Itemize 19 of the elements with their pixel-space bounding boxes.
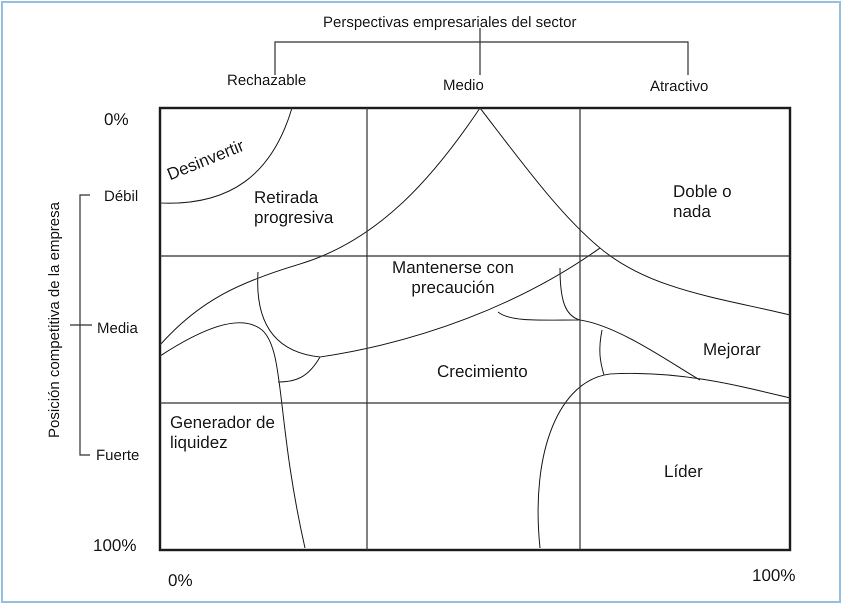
axis-tick-label: Medio: [443, 77, 484, 95]
axis-title: Posición competitiva de la empresa: [46, 202, 64, 438]
axis-tick-label: Media: [97, 320, 138, 338]
axis-title: Perspectivas empresariales del sector: [323, 14, 576, 32]
axis-tick-label: 0%: [104, 110, 129, 130]
axis-tick-label: 100%: [93, 536, 136, 556]
axis-tick-label: Rechazable: [227, 72, 306, 90]
region-label: Retirada progresiva: [254, 188, 334, 229]
region-label: Doble o nada: [673, 182, 733, 223]
axis-tick-label: Fuerte: [96, 447, 140, 465]
axis-tick-label: Atractivo: [650, 78, 708, 96]
region-label: Líder: [664, 462, 703, 482]
region-label: Crecimiento: [437, 362, 528, 382]
axis-tick-label: Débil: [104, 188, 138, 206]
region-label: Mejorar: [703, 340, 761, 360]
axis-tick-label: 0%: [168, 571, 193, 592]
region-label: Generador de liquidez: [170, 413, 276, 454]
region-label: Mantenerse con precaución: [391, 258, 515, 299]
axis-tick-label: 100%: [752, 566, 796, 586]
